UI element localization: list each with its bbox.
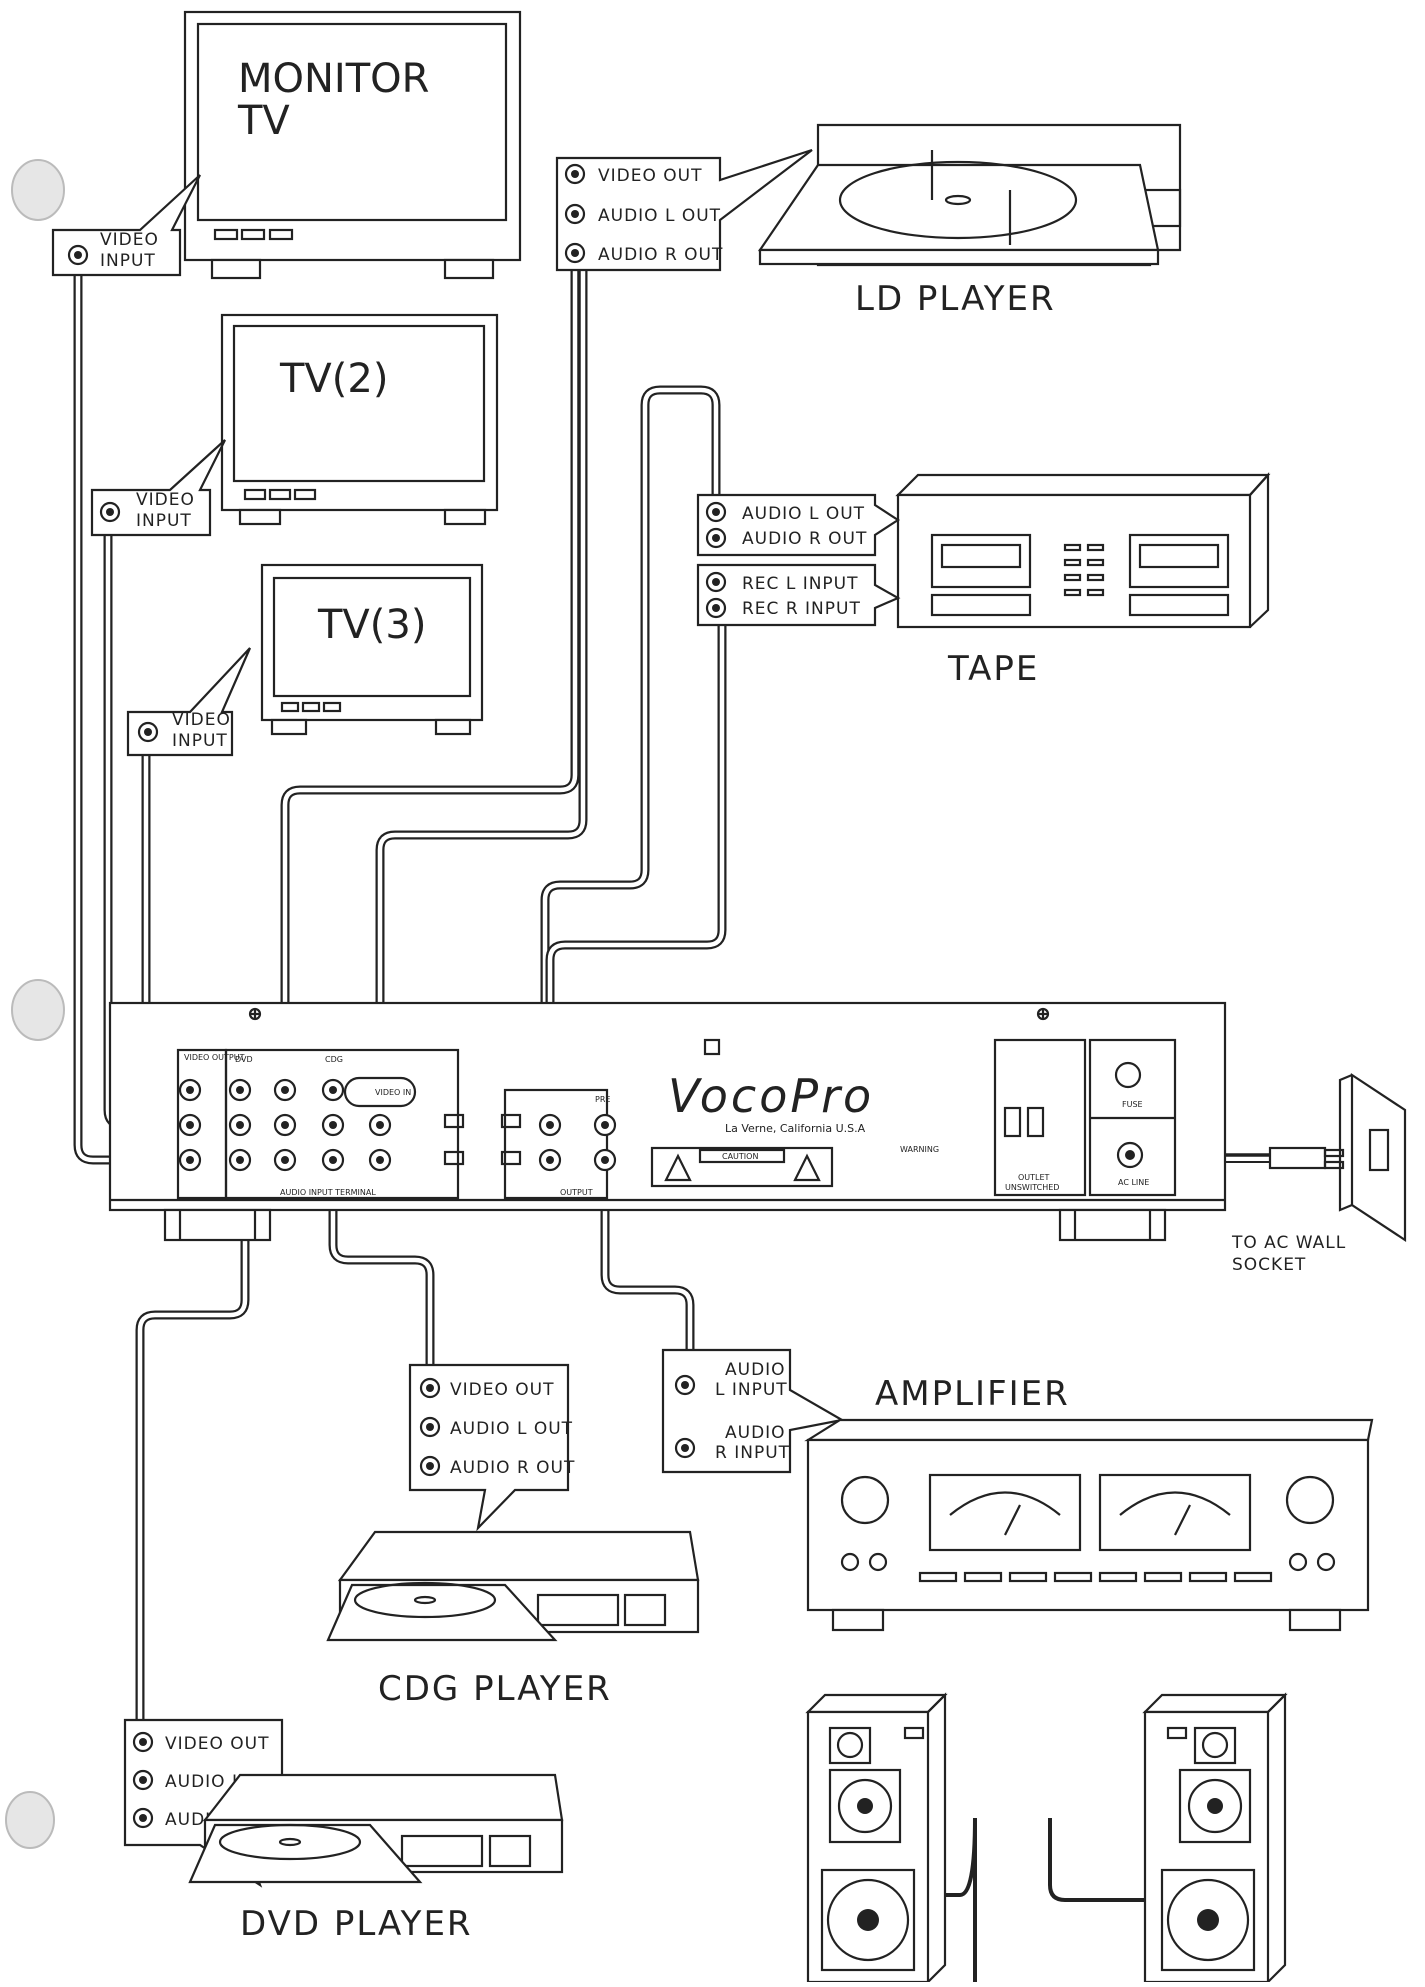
- speaker-left: [805, 1692, 948, 1984]
- tape-label: TAPE: [947, 649, 1039, 689]
- svg-text:UNSWITCHED: UNSWITCHED: [1005, 1183, 1059, 1192]
- video-input-callout-tv3: VIDEO INPUT: [126, 647, 252, 757]
- svg-text:CDG: CDG: [325, 1055, 343, 1064]
- ld-player: LD PLAYER: [757, 123, 1182, 319]
- svg-text:PRE: PRE: [595, 1095, 610, 1104]
- amplifier-input-callout: AUDIO L INPUT AUDIO R INPUT: [661, 1348, 846, 1474]
- svg-text:INPUT: INPUT: [100, 251, 156, 271]
- ac-wall-socket: TO AC WALL SOCKET: [1231, 1072, 1407, 1275]
- svg-text:SOCKET: SOCKET: [1232, 1255, 1306, 1275]
- svg-text:VIDEO OUT: VIDEO OUT: [598, 166, 702, 186]
- svg-text:R INPUT: R INPUT: [715, 1443, 790, 1463]
- svg-text:VIDEO: VIDEO: [172, 710, 231, 730]
- svg-text:AUDIO R OUT: AUDIO R OUT: [742, 529, 867, 549]
- brand-logo: VocoPro: [668, 1069, 874, 1123]
- svg-text:AUDIO L OUT: AUDIO L OUT: [450, 1419, 573, 1439]
- svg-text:VIDEO IN: VIDEO IN: [375, 1088, 411, 1097]
- monitor-label: MONITOR: [238, 56, 429, 102]
- svg-text:REC L INPUT: REC L INPUT: [742, 574, 859, 594]
- svg-text:VIDEO: VIDEO: [100, 230, 159, 250]
- svg-text:AUDIO L OUT: AUDIO L OUT: [598, 206, 721, 226]
- ld-player-label: LD PLAYER: [855, 279, 1056, 319]
- panel-jacks-dvd: [228, 1078, 392, 1172]
- ld-output-callout: VIDEO OUT AUDIO L OUT AUDIO R OUT: [555, 148, 813, 272]
- video-input-callout-tv2: VIDEO INPUT: [90, 439, 226, 537]
- amplifier: AMPLIFIER: [804, 1374, 1374, 1632]
- monitor-label-tv: TV: [237, 98, 290, 144]
- svg-text:OUTLET: OUTLET: [1018, 1173, 1050, 1182]
- tape-input-callout: REC L INPUT REC R INPUT: [696, 563, 901, 627]
- svg-text:AUDIO L OUT: AUDIO L OUT: [742, 504, 865, 524]
- tv-2: TV(2): [220, 313, 499, 526]
- svg-text:CAUTION: CAUTION: [722, 1152, 758, 1161]
- binder-holes: [5, 159, 65, 1849]
- svg-text:VIDEO OUT: VIDEO OUT: [165, 1734, 269, 1754]
- svg-text:DVD: DVD: [235, 1055, 253, 1064]
- svg-text:AC LINE: AC LINE: [1118, 1178, 1149, 1187]
- tv-3: TV(3): [260, 563, 484, 736]
- svg-text:INPUT: INPUT: [172, 731, 228, 751]
- svg-text:AUDIO R OUT: AUDIO R OUT: [598, 245, 723, 265]
- svg-text:WARNING: WARNING: [900, 1145, 939, 1154]
- cdg-player-label: CDG PLAYER: [378, 1669, 612, 1709]
- svg-text:AUDIO: AUDIO: [725, 1423, 786, 1443]
- svg-text:FUSE: FUSE: [1122, 1100, 1143, 1109]
- svg-text:La Verne, California U.S.A: La Verne, California U.S.A: [725, 1122, 866, 1135]
- svg-text:VIDEO OUTPUT: VIDEO OUTPUT: [184, 1053, 245, 1062]
- monitor-tv: MONITOR TV: [183, 10, 522, 280]
- svg-text:INPUT: INPUT: [136, 511, 192, 531]
- tape-output-callout: AUDIO L OUT AUDIO R OUT: [696, 493, 901, 557]
- svg-text:REC R INPUT: REC R INPUT: [742, 599, 861, 619]
- video-input-callout-monitor: VIDEO INPUT: [51, 174, 201, 277]
- tv2-label: TV(2): [279, 356, 388, 402]
- svg-text:L INPUT: L INPUT: [715, 1380, 788, 1400]
- karaoke-mixer-rear-panel: VIDEO OUTPUT DVD CDG AUDIO INPUT TERMINA…: [108, 1001, 1227, 1242]
- amplifier-label: AMPLIFIER: [875, 1374, 1070, 1414]
- svg-text:AUDIO INPUT TERMINAL: AUDIO INPUT TERMINAL: [280, 1188, 376, 1197]
- svg-text:AUDIO R OUT: AUDIO R OUT: [450, 1458, 575, 1478]
- speaker-right: [1142, 1692, 1288, 1984]
- tv3-label: TV(3): [317, 602, 426, 648]
- cdg-output-callout: VIDEO OUT AUDIO L OUT AUDIO R OUT: [408, 1363, 575, 1532]
- svg-text:VIDEO OUT: VIDEO OUT: [450, 1380, 554, 1400]
- dvd-player-label: DVD PLAYER: [240, 1904, 473, 1944]
- svg-text:AUDIO: AUDIO: [725, 1360, 786, 1380]
- svg-text:VIDEO: VIDEO: [136, 490, 195, 510]
- dvd-player: DVD PLAYER: [188, 1773, 564, 1944]
- svg-text:TO AC WALL: TO AC WALL: [1231, 1233, 1346, 1253]
- cdg-player: CDG PLAYER: [326, 1530, 700, 1709]
- svg-text:OUTPUT: OUTPUT: [560, 1188, 593, 1197]
- tape-deck: TAPE: [895, 472, 1271, 689]
